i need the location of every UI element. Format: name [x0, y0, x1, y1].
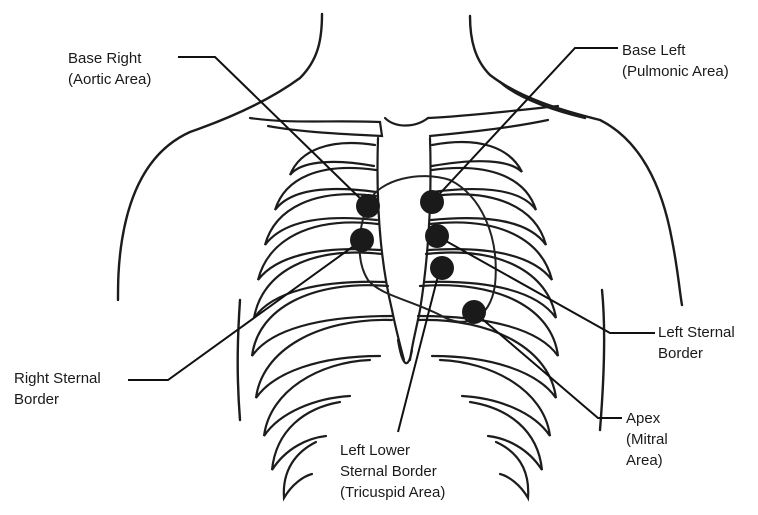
label-base-left: Base Left (Pulmonic Area) — [622, 40, 729, 82]
label-left-lower-sternal-border-line3: (Tricuspid Area) — [340, 482, 445, 503]
pulmonic-point — [420, 190, 444, 214]
label-left-lower-sternal-border-line1: Left Lower — [340, 440, 445, 461]
label-base-right-line2: (Aortic Area) — [68, 69, 151, 90]
tricuspid-point — [430, 256, 454, 280]
leader-base-right — [178, 57, 368, 206]
right-sternal-point — [350, 228, 374, 252]
label-right-sternal-border-line1: Right Sternal — [14, 368, 101, 389]
label-apex-line3: Area) — [626, 450, 668, 471]
body-outline — [118, 14, 682, 430]
label-base-left-line1: Base Left — [622, 40, 729, 61]
left-sternal-point — [425, 224, 449, 248]
label-left-lower-sternal-border-line2: Sternal Border — [340, 461, 445, 482]
auscultation-points — [350, 190, 486, 324]
sternum — [378, 138, 431, 363]
aortic-point — [356, 194, 380, 218]
leader-lines — [128, 48, 655, 432]
label-left-sternal-border: Left Sternal Border — [658, 322, 735, 364]
label-apex-line2: (Mitral — [626, 429, 668, 450]
label-right-sternal-border-line2: Border — [14, 389, 101, 410]
label-base-right-line1: Base Right — [68, 48, 151, 69]
label-left-sternal-border-line2: Border — [658, 343, 735, 364]
label-apex-line1: Apex — [626, 408, 668, 429]
leader-right-sternal-border — [128, 240, 362, 380]
label-base-left-line2: (Pulmonic Area) — [622, 61, 729, 82]
label-left-lower-sternal-border: Left Lower Sternal Border (Tricuspid Are… — [340, 440, 445, 503]
label-base-right: Base Right (Aortic Area) — [68, 48, 151, 90]
label-apex: Apex (Mitral Area) — [626, 408, 668, 471]
mitral-point — [462, 300, 486, 324]
clavicles — [250, 106, 558, 136]
label-left-sternal-border-line1: Left Sternal — [658, 322, 735, 343]
label-right-sternal-border: Right Sternal Border — [14, 368, 101, 410]
leader-left-lower-sternal-border — [398, 268, 440, 432]
